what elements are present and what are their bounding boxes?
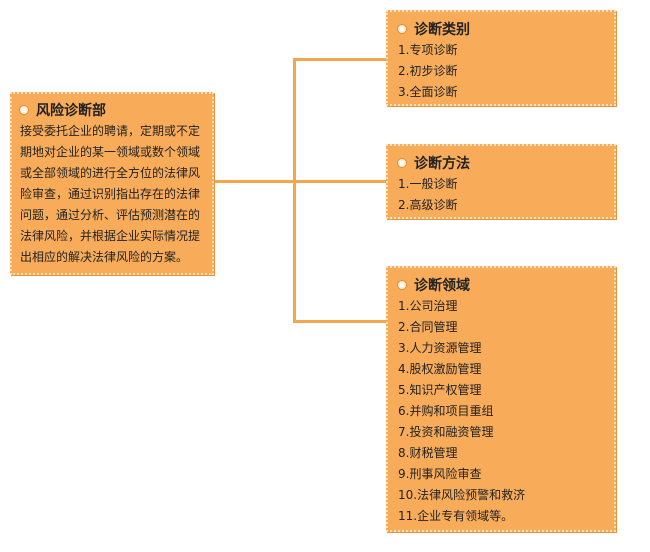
root-title: 风险诊断部 <box>36 103 106 119</box>
methods-title: 诊断方法 <box>414 156 470 172</box>
root-description: 接受委托企业的聘请，定期或不定 期地对企业的某一领域或数个领域 或全部领域的进行… <box>20 121 212 268</box>
description-line: 问题，通过分析、评估预测潜在的 <box>20 208 201 222</box>
categories-title-row: 诊断类别 <box>398 18 614 40</box>
category-item: 3.全面诊断 <box>398 85 458 99</box>
description-line: 出相应的解决法律风险的方案。 <box>20 250 189 264</box>
description-line: 接受委托企业的聘请，定期或不定 <box>20 124 201 138</box>
description-line: 法律风险，并根据企业实际情况提 <box>20 229 201 243</box>
area-item: 10.法律风险预警和救济 <box>398 488 526 502</box>
connector-to-methods <box>293 180 387 183</box>
area-item: 6.并购和项目重组 <box>398 404 494 418</box>
root-title-row: 风险诊断部 <box>20 99 212 121</box>
area-item: 4.股权激励管理 <box>398 362 482 376</box>
description-line: 险审查，通过识别指出存在的法律 <box>20 187 201 201</box>
root-box: 风险诊断部 接受委托企业的聘请，定期或不定 期地对企业的某一领域或数个领域 或全… <box>10 92 214 275</box>
connector-trunk <box>293 58 296 323</box>
bullet-icon <box>398 25 406 33</box>
area-item: 1.公司治理 <box>398 299 458 313</box>
categories-title: 诊断类别 <box>414 22 470 38</box>
description-line: 或全部领域的进行全方位的法律风 <box>20 166 201 180</box>
areas-title: 诊断领域 <box>414 278 470 294</box>
area-item: 2.合同管理 <box>398 320 458 334</box>
area-item: 3.人力资源管理 <box>398 341 482 355</box>
category-item: 2.初步诊断 <box>398 64 458 78</box>
description-line: 期地对企业的某一领域或数个领域 <box>20 145 201 159</box>
bullet-icon <box>20 106 28 114</box>
area-item: 5.知识产权管理 <box>398 383 482 397</box>
areas-title-row: 诊断领域 <box>398 274 614 296</box>
method-item: 2.高级诊断 <box>398 198 458 212</box>
categories-box: 诊断类别 1.专项诊断 2.初步诊断 3.全面诊断 <box>386 10 616 106</box>
bullet-icon <box>398 281 406 289</box>
methods-box: 诊断方法 1.一般诊断 2.高级诊断 <box>386 144 616 219</box>
area-item: 7.投资和融资管理 <box>398 425 494 439</box>
areas-box: 诊断领域 1.公司治理 2.合同管理 3.人力资源管理 4.股权激励管理 5.知… <box>386 266 616 532</box>
area-item: 11.企业专有领域等。 <box>398 509 514 523</box>
connector-root-to-trunk <box>212 180 296 183</box>
category-item: 1.专项诊断 <box>398 43 458 57</box>
connector-to-areas <box>293 320 387 323</box>
bullet-icon <box>398 159 406 167</box>
methods-title-row: 诊断方法 <box>398 152 614 174</box>
connector-to-categories <box>293 58 387 61</box>
method-item: 1.一般诊断 <box>398 177 458 191</box>
area-item: 9.刑事风险审查 <box>398 467 482 481</box>
area-item: 8.财税管理 <box>398 446 458 460</box>
